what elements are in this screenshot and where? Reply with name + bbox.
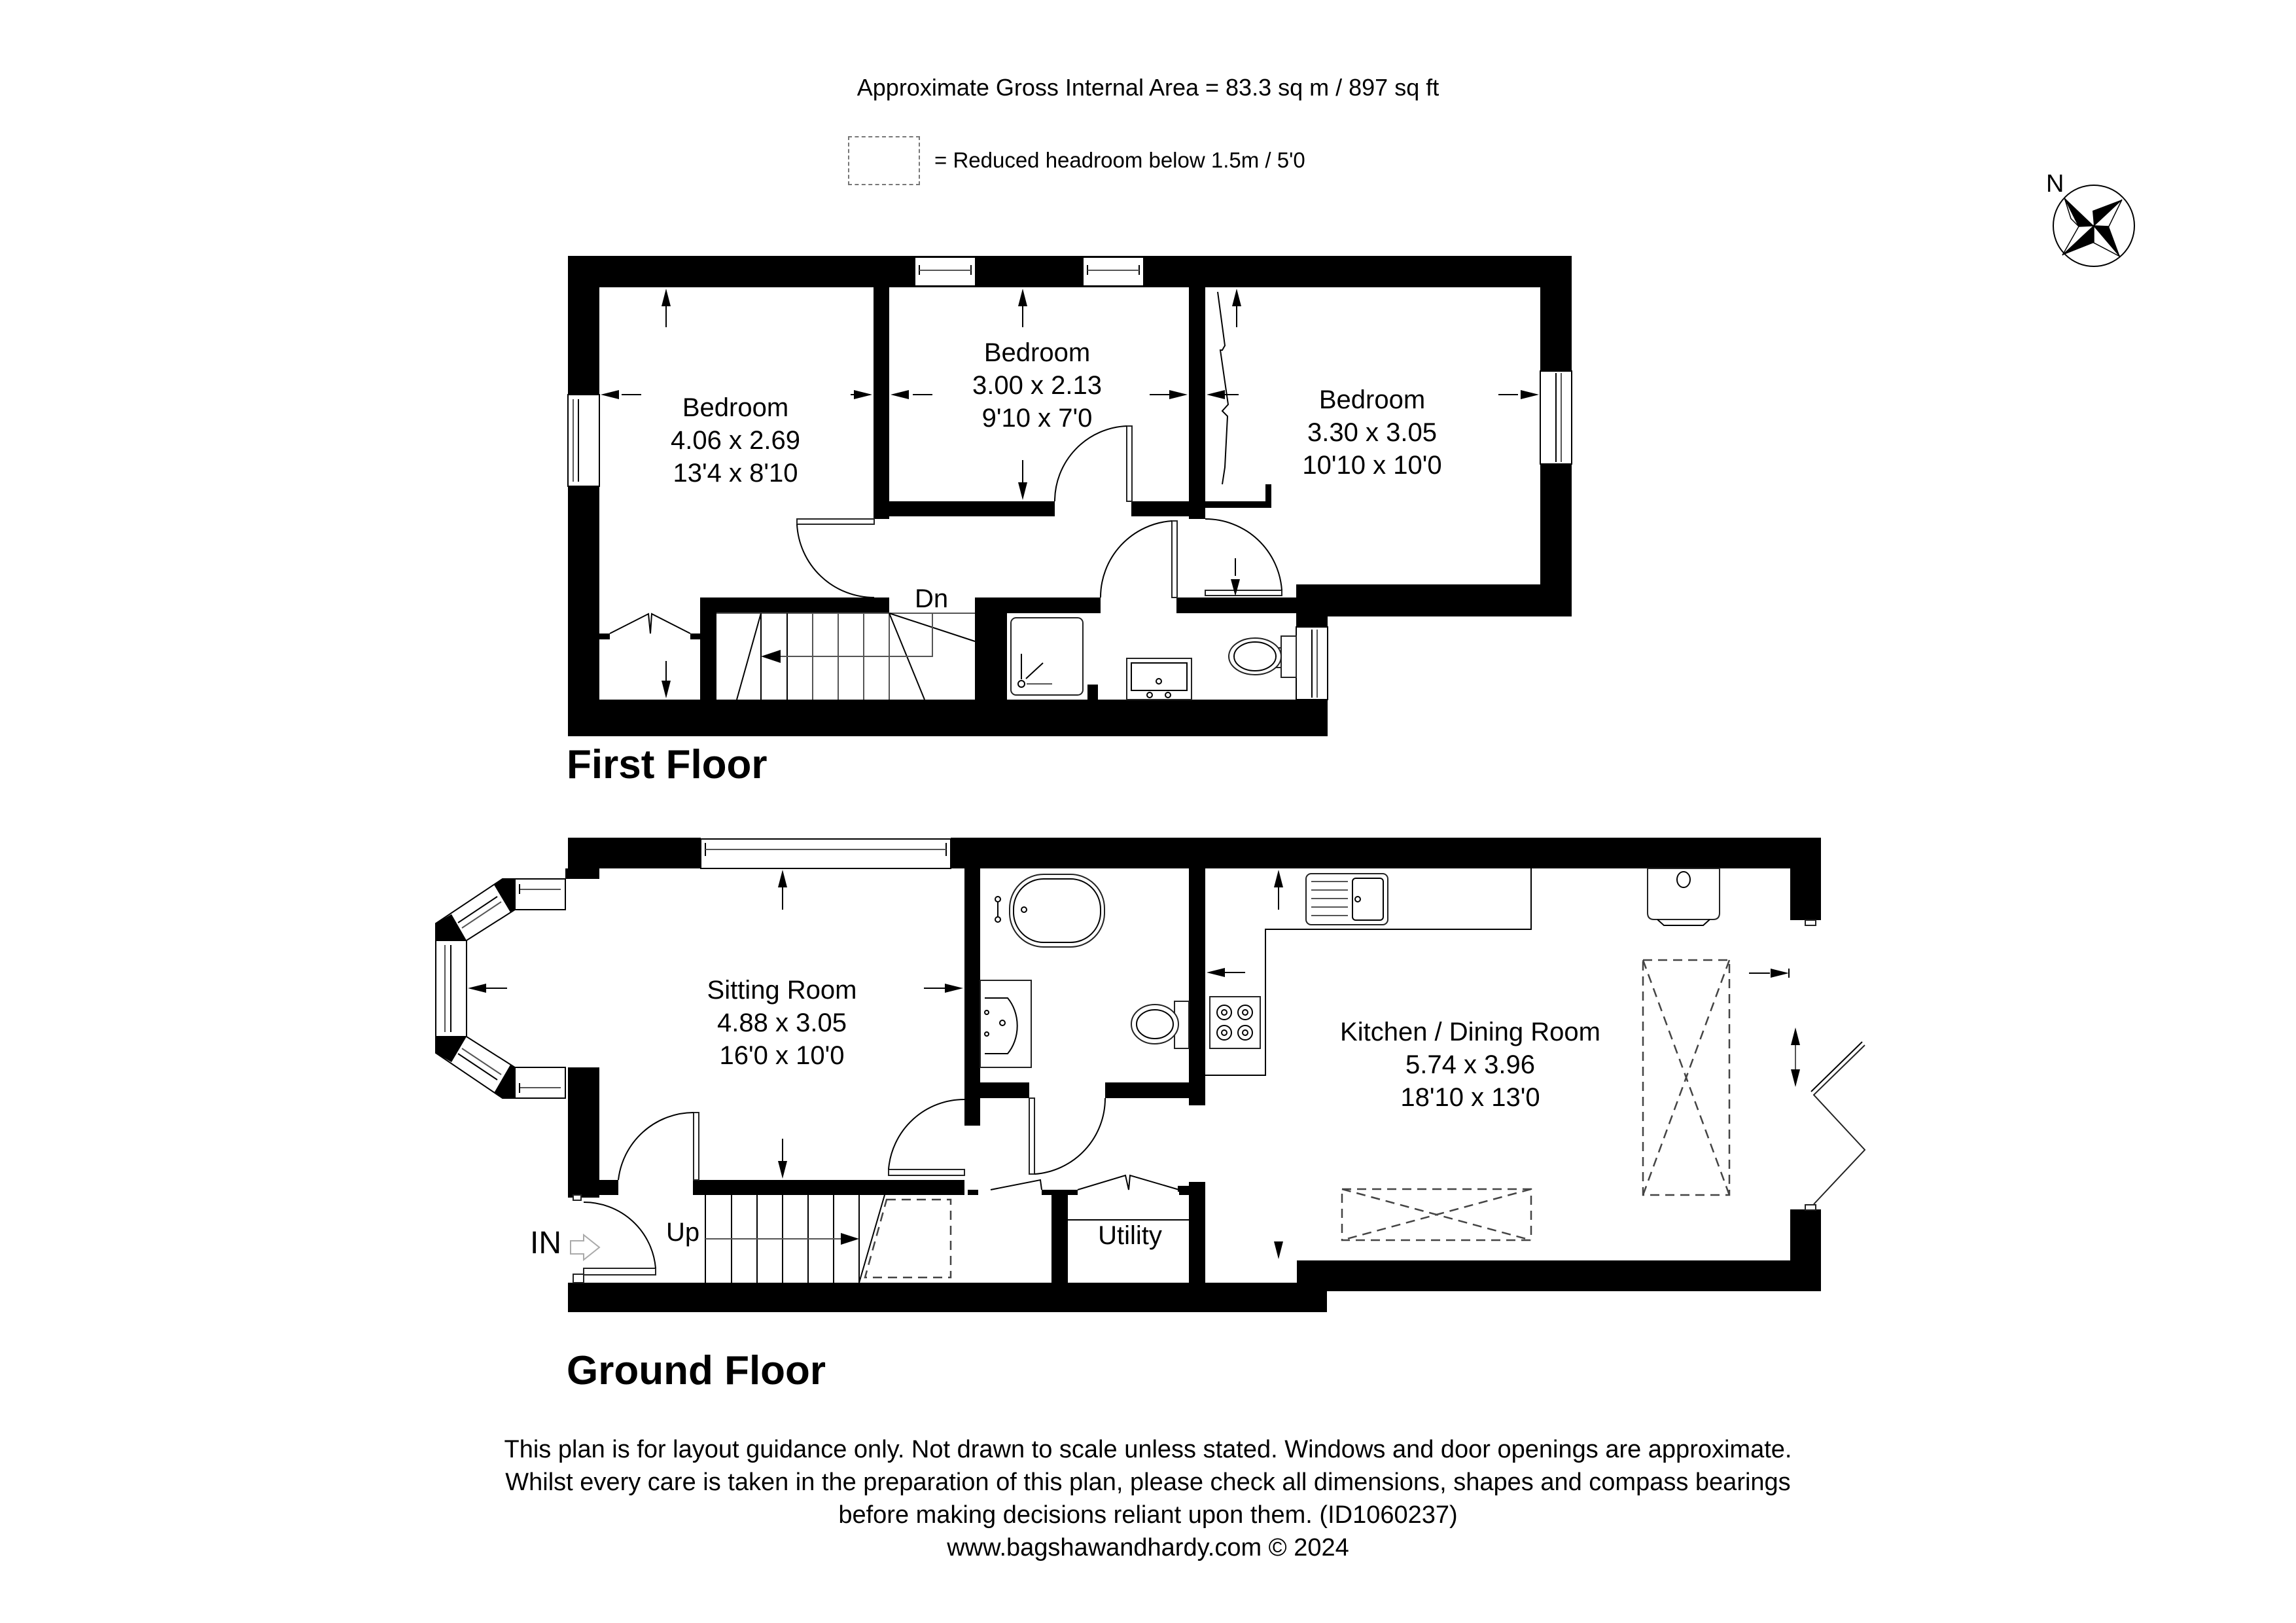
disclaimer-line-1: This plan is for layout guidance only. N… bbox=[504, 1436, 1792, 1463]
room-name: Kitchen / Dining Room bbox=[1340, 1018, 1600, 1046]
washbasin bbox=[980, 980, 1032, 1068]
toilet-cistern bbox=[1280, 635, 1297, 678]
skylight bbox=[1341, 1188, 1532, 1241]
room-name: Bedroom bbox=[682, 393, 789, 422]
room-label-utility: Utility bbox=[1098, 1219, 1162, 1252]
reduced-headroom-area bbox=[864, 1198, 952, 1279]
toilet bbox=[1228, 637, 1282, 675]
room-dimensions-imperial: 13'4 x 8'10 bbox=[673, 459, 798, 488]
bathtub bbox=[1009, 874, 1105, 948]
window bbox=[914, 257, 976, 287]
compass-north-label: N bbox=[2046, 170, 2064, 198]
ground-floor-title: Ground Floor bbox=[567, 1348, 826, 1393]
room-name: Utility bbox=[1098, 1221, 1162, 1250]
room-dimensions-imperial: 10'10 x 10'0 bbox=[1302, 451, 1442, 480]
staircase-ground-floor bbox=[705, 1194, 952, 1283]
window bbox=[700, 838, 951, 869]
hob bbox=[1209, 996, 1261, 1049]
gross-internal-area: Approximate Gross Internal Area = 83.3 s… bbox=[857, 74, 1439, 101]
first-floor-title: First Floor bbox=[567, 742, 768, 787]
appliance bbox=[1647, 868, 1720, 920]
reduced-headroom-legend-swatch bbox=[848, 136, 920, 185]
first-floor-plan bbox=[567, 256, 1572, 736]
stairs-up-label: Up bbox=[666, 1218, 700, 1247]
room-dimensions-metric: 3.00 x 2.13 bbox=[972, 371, 1102, 400]
website-copyright: www.bagshawandhardy.com © 2024 bbox=[947, 1534, 1349, 1561]
room-name: Bedroom bbox=[1318, 385, 1426, 414]
room-name: Sitting Room bbox=[707, 976, 857, 1005]
dimension-arrows-first-floor bbox=[601, 289, 1539, 698]
entrance-label: IN bbox=[530, 1226, 561, 1260]
dimension-arrows-ground-floor bbox=[468, 870, 1800, 1259]
room-dimensions-imperial: 16'0 x 10'0 bbox=[719, 1041, 845, 1070]
toilet bbox=[1131, 1004, 1179, 1044]
skylight bbox=[1642, 959, 1731, 1196]
disclaimer-footer: This plan is for layout guidance only. N… bbox=[0, 1433, 2296, 1564]
room-dimensions-metric: 4.88 x 3.05 bbox=[717, 1008, 847, 1037]
room-label-bedroom-2: Bedroom 3.00 x 2.13 9'10 x 7'0 bbox=[972, 336, 1102, 435]
room-dimensions-metric: 4.06 x 2.69 bbox=[671, 426, 800, 455]
room-dimensions-metric: 5.74 x 3.96 bbox=[1405, 1050, 1535, 1079]
entrance-arrow-icon bbox=[570, 1233, 601, 1262]
reduced-headroom-legend-text: = Reduced headroom below 1.5m / 5'0 bbox=[934, 148, 1305, 172]
room-label-kitchen-dining: Kitchen / Dining Room 5.74 x 3.96 18'10 … bbox=[1340, 1016, 1600, 1114]
compass-rose-icon bbox=[2053, 185, 2135, 267]
ground-floor-plan bbox=[435, 838, 1866, 1312]
room-label-sitting-room: Sitting Room 4.88 x 3.05 16'0 x 10'0 bbox=[707, 974, 857, 1072]
bay-window bbox=[435, 878, 566, 1099]
stairs-down-label: Dn bbox=[915, 584, 949, 613]
window bbox=[1082, 257, 1144, 287]
disclaimer-line-3: before making decisions reliant upon the… bbox=[838, 1501, 1458, 1529]
room-label-bedroom-1: Bedroom 4.06 x 2.69 13'4 x 8'10 bbox=[671, 391, 800, 490]
disclaimer-line-2: Whilst every care is taken in the prepar… bbox=[505, 1469, 1791, 1496]
room-label-bedroom-3: Bedroom 3.30 x 3.05 10'10 x 10'0 bbox=[1302, 383, 1441, 482]
staircase-first-floor bbox=[716, 613, 976, 700]
room-dimensions-imperial: 9'10 x 7'0 bbox=[981, 404, 1093, 433]
room-dimensions-metric: 3.30 x 3.05 bbox=[1307, 418, 1437, 447]
room-name: Bedroom bbox=[983, 338, 1091, 367]
room-dimensions-imperial: 18'10 x 13'0 bbox=[1400, 1083, 1540, 1112]
